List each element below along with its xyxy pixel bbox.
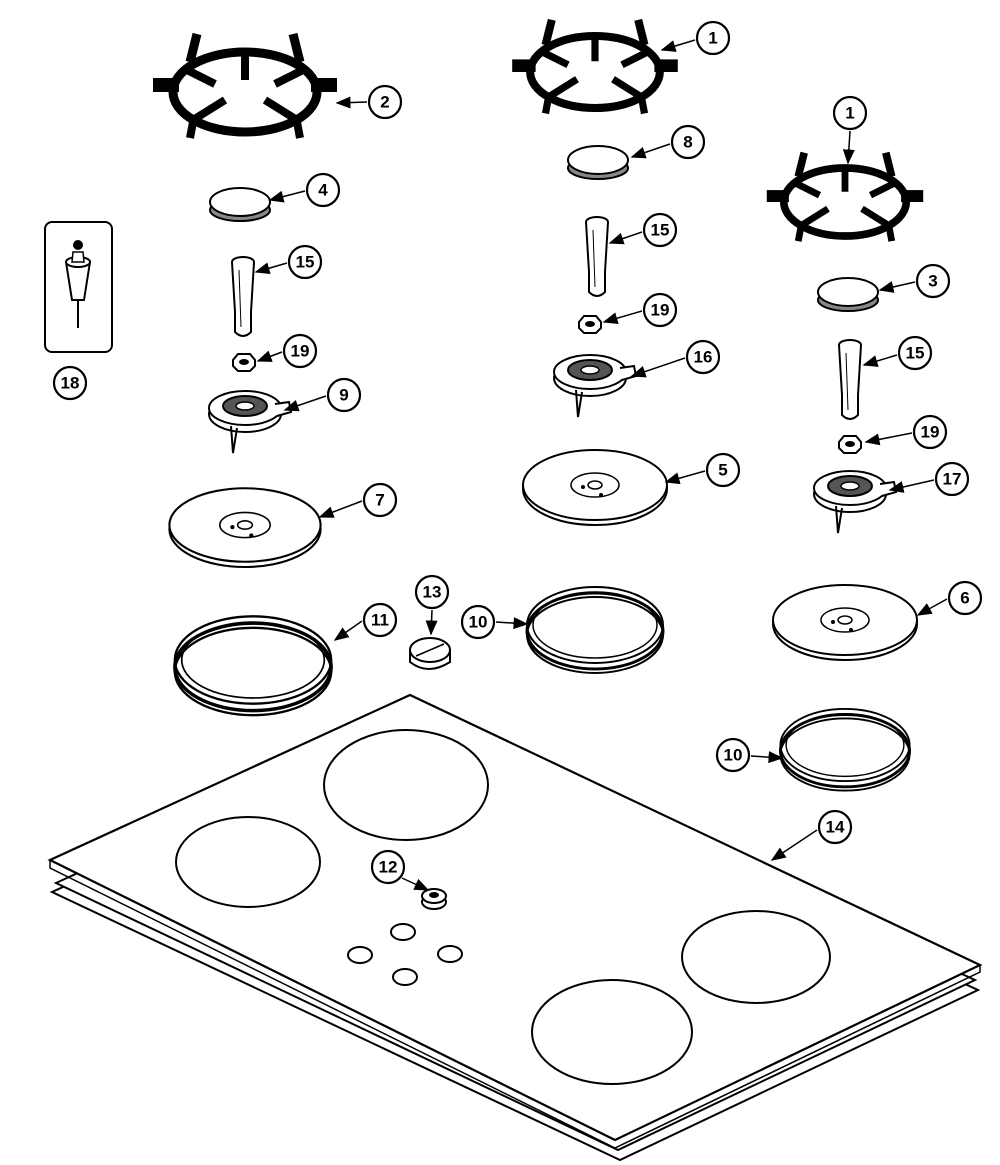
svg-text:16: 16 (694, 348, 713, 367)
callout-3: 3 (915, 263, 951, 299)
callout-6: 6 (947, 580, 983, 616)
leader-lines (254, 39, 948, 891)
burner-base-16 (553, 354, 637, 418)
burner-base-9 (208, 390, 292, 454)
callout-19-center: 19 (642, 292, 678, 328)
callout-8: 8 (670, 124, 706, 160)
callout-11: 11 (362, 602, 398, 638)
burner-base-17 (813, 470, 897, 534)
callout-15-right: 15 (897, 335, 933, 371)
trim-ring-10-center (525, 585, 665, 675)
svg-text:14: 14 (826, 818, 845, 837)
igniter-18 (44, 221, 113, 353)
grommet-12 (421, 888, 447, 910)
cooktop-14 (47, 693, 983, 1162)
burner-cap-3 (817, 277, 879, 312)
svg-text:15: 15 (296, 253, 315, 272)
grate-right (767, 153, 923, 241)
callout-16: 16 (685, 339, 721, 375)
callout-1-right: 1 (832, 95, 868, 131)
callout-9: 9 (326, 377, 362, 413)
callout-10-right: 10 (715, 737, 751, 773)
grate-center (512, 20, 678, 114)
svg-text:12: 12 (379, 858, 398, 877)
callout-5: 5 (705, 452, 741, 488)
svg-text:2: 2 (380, 93, 389, 112)
callout-10-center: 10 (460, 604, 496, 640)
trim-ring-11 (173, 614, 333, 717)
nut-center (578, 315, 602, 334)
svg-text:8: 8 (683, 133, 692, 152)
svg-text:6: 6 (960, 589, 969, 608)
svg-text:3: 3 (928, 272, 937, 291)
callout-7: 7 (362, 482, 398, 518)
svg-text:15: 15 (906, 344, 925, 363)
svg-text:11: 11 (371, 611, 389, 630)
callout-13: 13 (414, 574, 450, 610)
svg-text:19: 19 (921, 423, 940, 442)
svg-text:15: 15 (651, 221, 670, 240)
svg-text:10: 10 (469, 613, 488, 632)
callout-15-left: 15 (287, 244, 323, 280)
knob-13 (409, 637, 451, 670)
burner-cap-4 (209, 187, 271, 222)
svg-text:9: 9 (339, 386, 348, 405)
callout-15-center: 15 (642, 212, 678, 248)
svg-text:18: 18 (61, 374, 80, 393)
orifice-tube-left (231, 256, 255, 337)
nut-left (232, 353, 256, 372)
orifice-tube-right (838, 339, 862, 420)
nut-right (838, 435, 862, 454)
svg-text:19: 19 (291, 342, 310, 361)
svg-text:7: 7 (375, 491, 384, 510)
svg-text:4: 4 (318, 181, 328, 200)
callout-14: 14 (817, 809, 853, 845)
svg-text:17: 17 (943, 470, 962, 489)
callout-19-left: 19 (282, 333, 318, 369)
svg-text:19: 19 (651, 301, 670, 320)
callout-19-right: 19 (912, 414, 948, 450)
trim-ring-10-right (778, 707, 912, 793)
svg-text:5: 5 (718, 461, 727, 480)
svg-text:1: 1 (708, 29, 717, 48)
callout-4: 4 (305, 172, 341, 208)
grate-left (153, 34, 337, 138)
burner-plate-6 (772, 584, 918, 661)
callout-1-center: 1 (695, 20, 731, 56)
svg-text:1: 1 (845, 104, 854, 123)
orifice-tube-center (585, 216, 609, 297)
burner-plate-5 (522, 449, 668, 526)
callout-17: 17 (934, 461, 970, 497)
callout-2: 2 (367, 84, 403, 120)
svg-text:10: 10 (724, 746, 743, 765)
callout-12: 12 (370, 849, 406, 885)
burner-plate-7 (168, 487, 322, 569)
burner-cap-8 (567, 145, 629, 180)
callout-18: 18 (52, 365, 88, 401)
svg-text:13: 13 (423, 583, 442, 602)
